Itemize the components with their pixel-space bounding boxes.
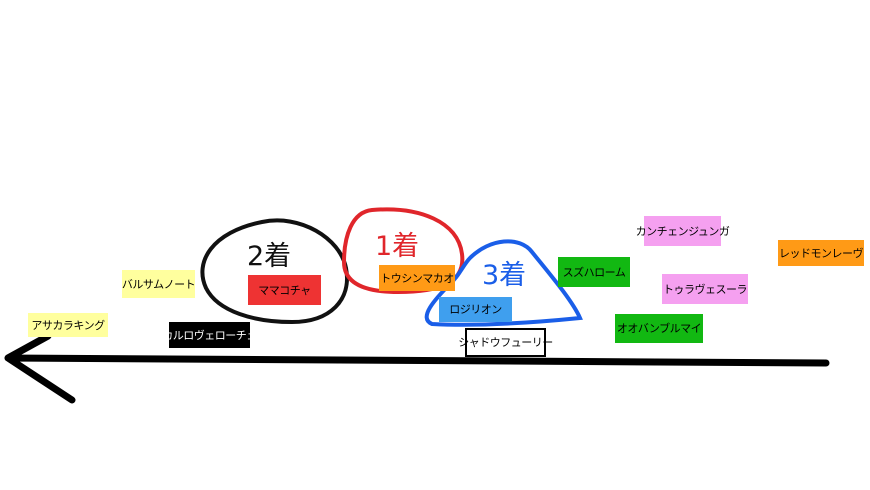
horse-tag-kanchen: カンチェンジュンガ xyxy=(636,216,730,246)
horse-tag-rojirion: ロジリオン xyxy=(439,297,512,322)
horse-tag-karuro: カルロヴェローチェ xyxy=(162,322,257,348)
horse-tag-oobanburu: オオバンブルマイ xyxy=(615,314,703,343)
horse-tag-reddomon: レッドモンレーヴ xyxy=(778,240,864,266)
second-place-circle xyxy=(200,218,349,325)
horse-tag-mamakochya: ママコチャ xyxy=(248,275,321,305)
race-direction-arrow xyxy=(4,332,830,404)
horse-tag-toushin: トウシンマカオ xyxy=(379,265,455,291)
first-place-circle xyxy=(341,207,465,295)
second-place-label: 2着 xyxy=(247,241,292,272)
horse-tag-shadow: シャドウフューリー xyxy=(458,328,553,357)
horse-tag-suzuha: スズハローム xyxy=(558,257,630,287)
first-place-label: 1着 xyxy=(375,231,420,262)
horse-tag-barusamu: バルサムノート xyxy=(122,270,196,298)
horse-tag-touraves: トゥラヴェスーラ xyxy=(662,274,748,304)
third-place-label: 3着 xyxy=(482,260,527,291)
horse-tag-asakaraking: アサカラキング xyxy=(28,313,108,337)
